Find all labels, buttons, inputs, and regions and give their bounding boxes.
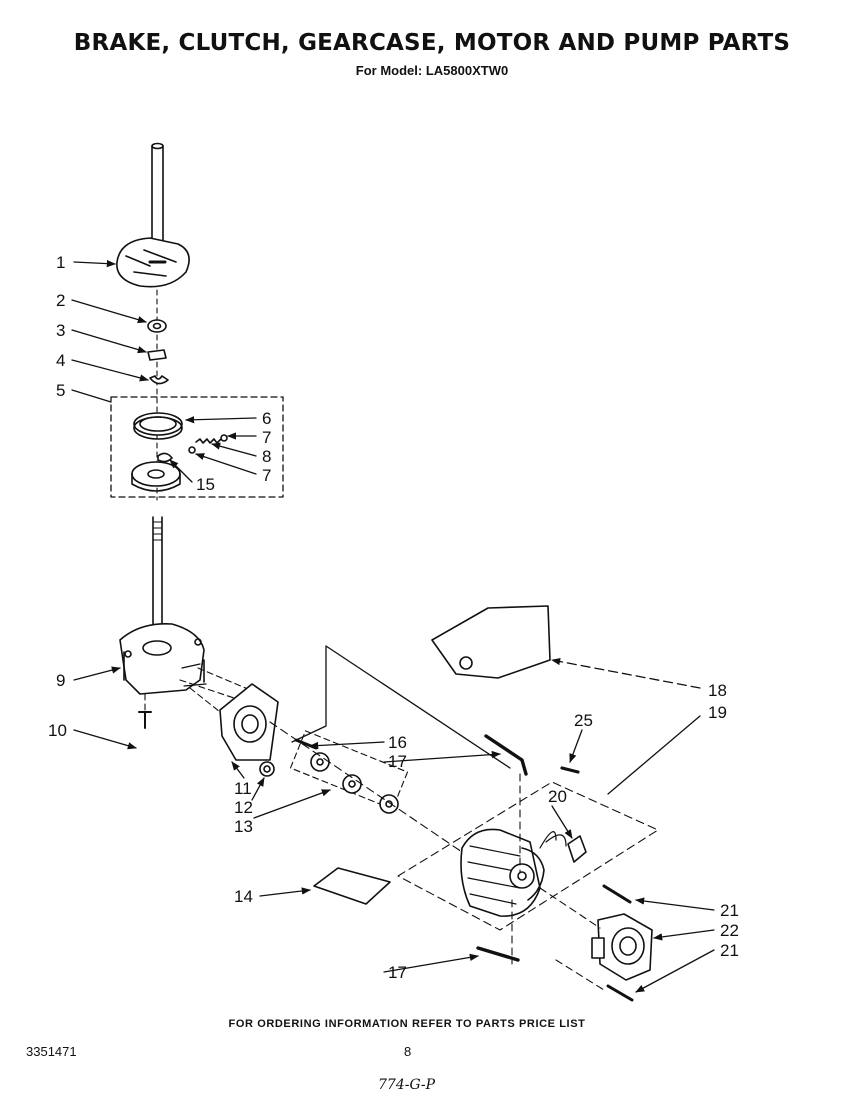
- ordering-note: FOR ORDERING INFORMATION REFER TO PARTS …: [228, 1018, 586, 1030]
- callout-16: 16: [388, 733, 407, 752]
- shield-hole: [459, 656, 473, 670]
- callout-20: 20: [548, 787, 567, 806]
- model-subtitle: For Model: LA5800XTW0: [355, 63, 509, 78]
- callout-9: 9: [56, 671, 65, 690]
- clamp-part-21-lower: [606, 984, 634, 1002]
- page-number: 8: [404, 1044, 412, 1059]
- callout-8: 8: [262, 447, 271, 466]
- callout-22: 22: [720, 921, 739, 940]
- coupling-parts-13: [289, 730, 409, 814]
- page-title: BRAKE, CLUTCH, GEARCASE, MOTOR AND PUMP …: [73, 30, 791, 56]
- callout-18: 18: [708, 681, 727, 700]
- callout-17-lower: 17: [388, 963, 407, 982]
- callout-25: 25: [574, 711, 593, 730]
- motor-shield-part-18: [431, 605, 551, 679]
- pump-axis-line: [539, 887, 605, 991]
- strap-part-17-upper: [484, 734, 528, 776]
- retainer-part-4: [149, 375, 169, 385]
- callout-4: 4: [56, 351, 65, 370]
- callout-19: 19: [708, 703, 727, 722]
- motor-axis-line: [511, 773, 521, 965]
- drive-axis-line: [269, 721, 463, 853]
- clamp-part-21-upper: [602, 884, 632, 904]
- callout-11: 11: [234, 779, 252, 798]
- brake-band-part-6: [133, 412, 183, 440]
- callout-21-upper: 21: [720, 901, 739, 920]
- motor-mount-outline-part-19: [397, 781, 659, 931]
- washer-part-3: [147, 349, 167, 361]
- brake-hub-part-1: [116, 237, 190, 288]
- callout-14: 14: [234, 887, 253, 906]
- spring-parts-7-8: [188, 434, 228, 454]
- nut-part-2: [147, 319, 167, 333]
- callout-7-a: 7: [262, 428, 271, 447]
- motor-clip-part-20: [567, 835, 587, 863]
- handwritten-note: 774-G-P: [378, 1077, 436, 1093]
- strap-part-17-lower: [476, 946, 520, 962]
- callout-6: 6: [262, 409, 271, 428]
- clutch-drum-part-15: [131, 452, 181, 492]
- clip-part-25: [560, 766, 580, 774]
- callout-labels: 1 2 3 4 5 6 7 8 7 15 9 10 11 12 13 14 16…: [48, 253, 739, 982]
- dashed-mount-lines: [144, 667, 256, 721]
- callout-3: 3: [56, 321, 65, 340]
- transmission-cover-part-11: [219, 683, 279, 761]
- pump-part-22: [591, 913, 653, 981]
- callout-7-b: 7: [262, 466, 271, 485]
- callout-2: 2: [56, 291, 65, 310]
- callout-leaders: [71, 259, 715, 993]
- pump-seal-part-12: [259, 761, 275, 777]
- motor-bracket-line: [291, 645, 511, 769]
- callout-15: 15: [196, 475, 215, 494]
- motor-body: [460, 828, 567, 917]
- callout-1: 1: [56, 253, 65, 272]
- callout-10: 10: [48, 721, 67, 740]
- clutch-assembly-box-part-5: [110, 396, 284, 498]
- callout-12: 12: [234, 798, 253, 817]
- callout-13: 13: [234, 817, 253, 836]
- gearcase-part-9: [119, 623, 207, 695]
- callout-21-lower: 21: [720, 941, 739, 960]
- gearcase-bolt-part-10: [138, 711, 152, 729]
- document-number: 3351471: [26, 1044, 77, 1059]
- gasket-part-14: [313, 867, 391, 905]
- agitate-shaft: [152, 516, 163, 637]
- callout-5: 5: [56, 381, 65, 400]
- callout-17-upper: 17: [388, 752, 407, 771]
